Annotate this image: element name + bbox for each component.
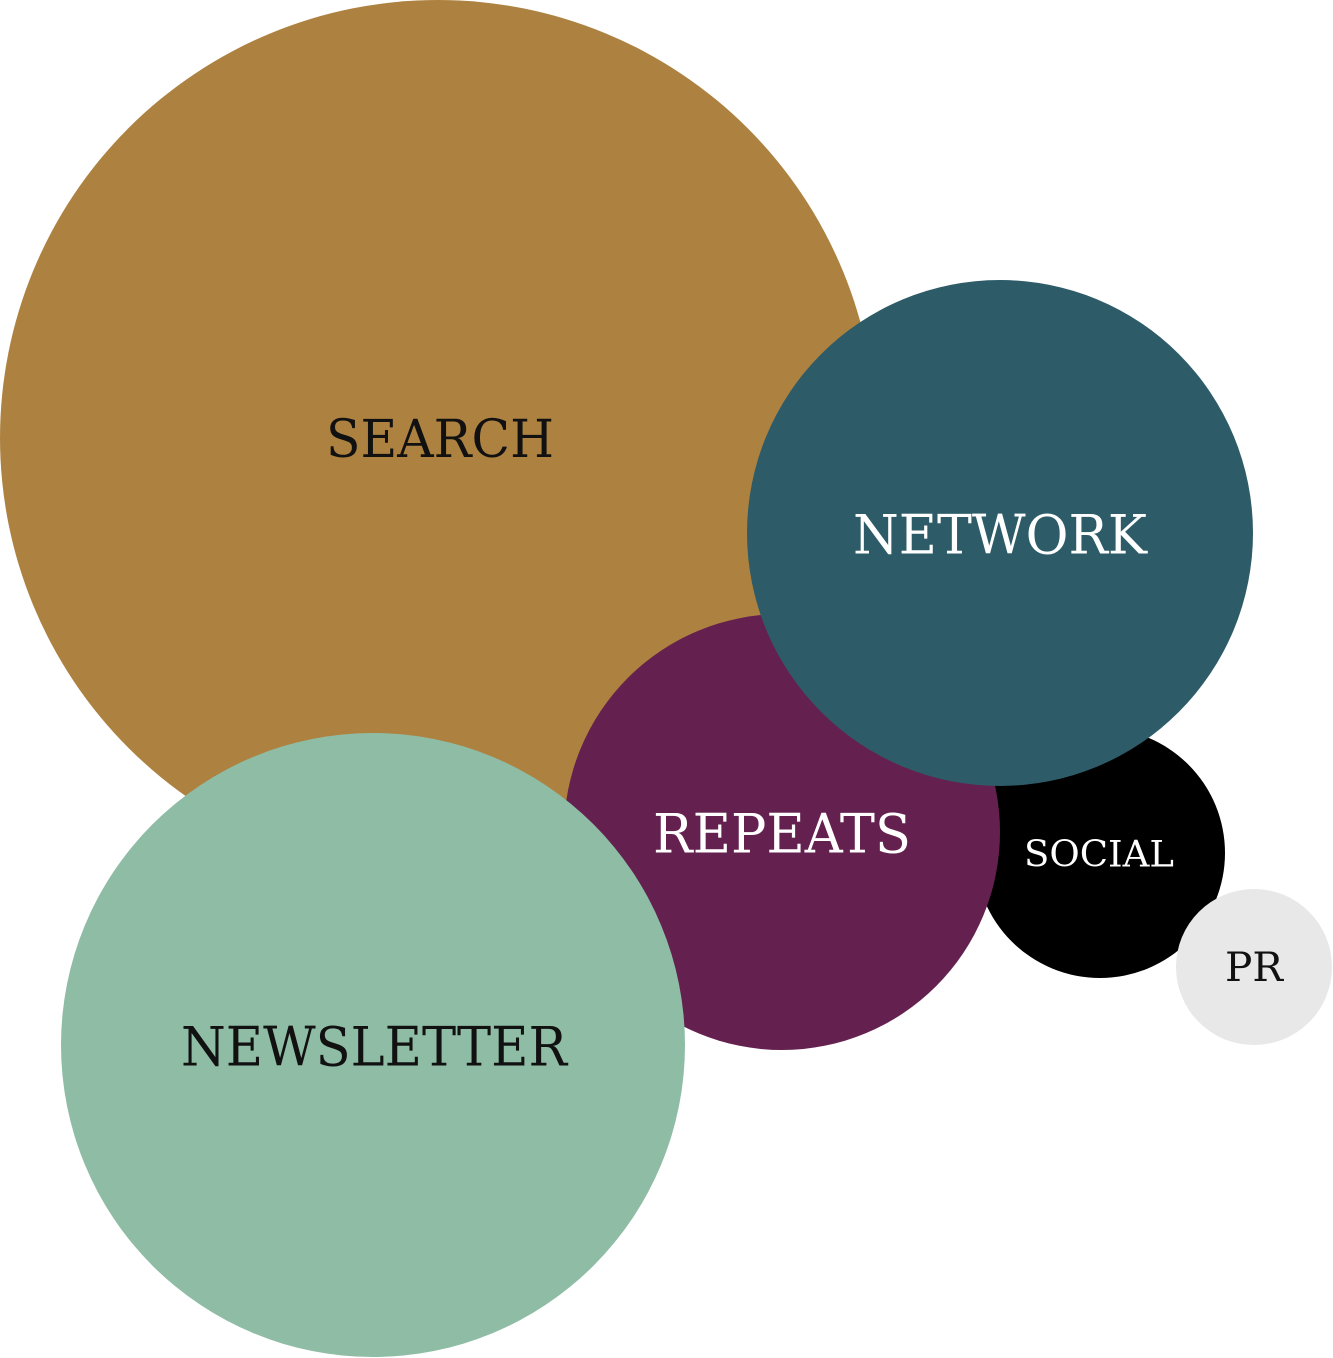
bubble-search-label: SEARCH xyxy=(326,410,554,470)
bubble-social-label: SOCIAL xyxy=(1024,835,1174,876)
bubble-newsletter-label: NEWSLETTER xyxy=(181,1016,568,1079)
bubble-newsletter: NEWSLETTER xyxy=(61,733,685,1357)
bubble-pr-label: PR xyxy=(1225,945,1285,991)
bubble-network: NETWORK xyxy=(747,280,1253,786)
bubble-newsletter-circle xyxy=(61,733,685,1357)
bubble-repeats-label: REPEATS xyxy=(653,803,911,866)
bubble-network-label: NETWORK xyxy=(853,504,1149,567)
bubble-network-circle xyxy=(747,280,1253,786)
bubble-social-circle xyxy=(975,728,1225,978)
bubble-social: SOCIAL xyxy=(975,728,1225,978)
bubble-pr-circle xyxy=(1176,889,1332,1045)
bubble-pr: PR xyxy=(1176,889,1332,1045)
